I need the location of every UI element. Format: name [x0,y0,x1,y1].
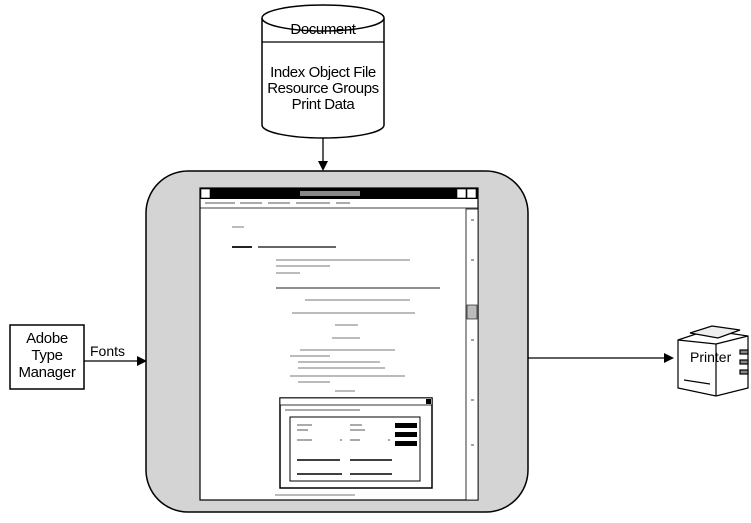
window-system-menu-icon[interactable] [200,188,211,199]
inner-dialog [279,397,433,489]
document-line-resources: Resource Groups [267,80,379,97]
window-title-text [300,191,360,196]
atm-line-3: Manager [18,364,76,381]
document-title: Document [290,21,356,38]
dialog-cancel-button[interactable] [395,432,417,437]
document-arrow-head [318,161,328,171]
printer-icon [677,325,749,397]
document-cylinder [261,4,385,139]
printer-arrow-head [664,353,674,363]
dialog-close-icon[interactable] [426,399,431,404]
atm-label: Adobe Type Manager [12,330,82,381]
window-vertical-scrollbar[interactable] [465,208,479,501]
atm-box [9,324,85,390]
dialog-ok-button[interactable] [395,423,417,428]
fonts-label: Fonts [90,343,125,359]
printer-label: Printer [690,349,732,365]
atm-line-1: Adobe [26,330,68,347]
atm-line-2: Type [31,347,63,364]
window-maximize-icon[interactable] [466,188,477,199]
window-minimize-icon[interactable] [456,188,467,199]
document-line-index: Index Object File [270,64,376,81]
scrollbar-thumb[interactable] [466,304,478,320]
dialog-help-button[interactable] [395,441,417,446]
page-content [232,226,440,496]
fonts-arrow-head [137,356,147,366]
document-line-print: Print Data [291,96,355,113]
dialog-titlebar [279,397,433,406]
